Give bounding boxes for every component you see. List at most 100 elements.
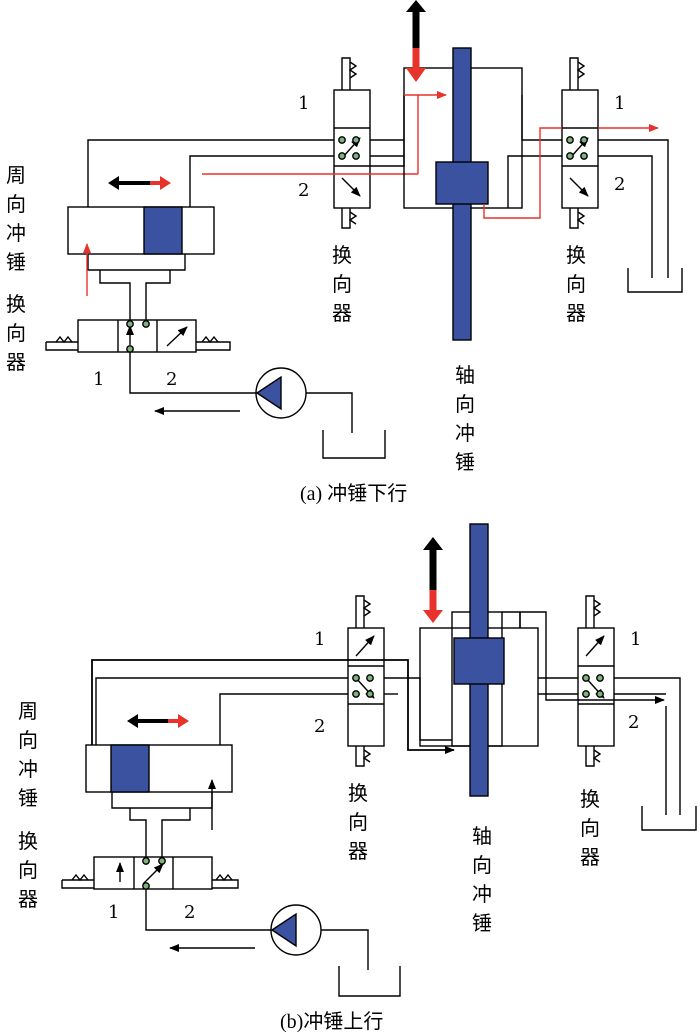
check-valve-icon xyxy=(338,136,346,144)
mid-label-huan: 换 xyxy=(348,781,368,805)
right-label-xiang: 向 xyxy=(566,272,586,296)
pump-triangle xyxy=(255,375,282,411)
panel-b: 周 向 冲 锤 换 向 器 1 2 xyxy=(18,523,697,1033)
valve-flow-arrow-icon xyxy=(142,863,164,885)
tank-icon xyxy=(338,966,401,997)
arrow-left-icon xyxy=(127,714,138,728)
check-valve-icon xyxy=(580,136,588,144)
left-valve xyxy=(61,856,239,890)
label-chong: 冲 xyxy=(18,757,38,781)
axial-label-xiang: 向 xyxy=(455,392,475,416)
label-zhou: 周 xyxy=(18,699,38,723)
mid-label-qi: 器 xyxy=(348,839,368,863)
label-xiang2: 向 xyxy=(18,858,38,882)
axial-label-chong: 冲 xyxy=(472,882,492,906)
check-valve-icon xyxy=(142,882,150,890)
right-label-huan: 换 xyxy=(566,243,586,267)
check-valve-icon xyxy=(352,152,360,160)
left-valve-port-2: 2 xyxy=(184,902,195,923)
axial-label-zhou: 轴 xyxy=(455,363,475,387)
axial-piston xyxy=(453,637,505,685)
switch-arrow-icon xyxy=(585,635,605,657)
axial-label-zhou: 轴 xyxy=(472,824,492,848)
switch-arrow-icon xyxy=(341,177,361,197)
caption-a: (a) 冲锤下行 xyxy=(300,482,407,505)
arrow-up-icon xyxy=(406,0,426,12)
axial-label-chui: 锤 xyxy=(472,911,492,935)
label-zhou: 周 xyxy=(6,163,26,187)
axial-label-chong: 冲 xyxy=(455,421,475,445)
left-valve-port-2: 2 xyxy=(166,369,177,390)
check-valve-icon xyxy=(582,674,590,682)
right-valve-port-1: 1 xyxy=(614,93,625,114)
check-valve-icon xyxy=(142,857,150,865)
circumferential-cylinder xyxy=(85,744,233,793)
mid-label-huan: 换 xyxy=(332,243,352,267)
check-valve-icon xyxy=(596,690,604,698)
left-valve-port-1: 1 xyxy=(93,369,104,390)
right-label-xiang: 向 xyxy=(580,816,600,840)
check-valve-icon xyxy=(352,690,360,698)
axial-label-chui: 锤 xyxy=(455,450,475,474)
right-valve-port-2: 2 xyxy=(628,712,639,733)
arrow-down-icon xyxy=(406,68,426,82)
tank-icon xyxy=(322,430,386,459)
label-chui: 锤 xyxy=(18,786,38,810)
left-valve xyxy=(45,319,231,353)
label-xiang2: 向 xyxy=(6,321,26,345)
check-valve-icon xyxy=(366,690,374,698)
right-label-qi: 器 xyxy=(566,301,586,325)
mid-label-qi: 器 xyxy=(332,301,352,325)
arrow-up-icon xyxy=(423,537,443,550)
switch-arrow-icon xyxy=(355,635,375,657)
arrow-down-icon xyxy=(423,610,443,623)
right-label-qi: 器 xyxy=(580,845,600,869)
label-chong: 冲 xyxy=(6,221,26,245)
mid-label-xiang: 向 xyxy=(348,810,368,834)
tank-icon xyxy=(641,806,697,831)
mid-valve-port-2: 2 xyxy=(314,716,325,737)
mid-valve-port-1: 1 xyxy=(298,93,309,114)
check-valve-icon xyxy=(126,320,134,328)
axial-piston xyxy=(435,161,489,205)
left-valve-port-1: 1 xyxy=(108,902,119,923)
caption-b: (b)冲锤上行 xyxy=(280,1010,383,1033)
check-valve-icon xyxy=(338,152,346,160)
mid-switch-valve xyxy=(347,595,385,767)
check-valve-icon xyxy=(366,674,374,682)
right-label-huan: 换 xyxy=(580,787,600,811)
panel-a: 周 向 冲 锤 换 向 器 1 xyxy=(6,0,683,505)
label-xiang: 向 xyxy=(18,728,38,752)
check-valve-icon xyxy=(582,690,590,698)
panel-b-left-title: 周 向 冲 锤 换 向 器 xyxy=(18,699,38,911)
check-valve-icon xyxy=(596,674,604,682)
label-huan: 换 xyxy=(18,829,38,853)
pump-triangle xyxy=(270,912,297,948)
axial-label-xiang: 向 xyxy=(472,853,492,877)
mid-label-xiang: 向 xyxy=(332,272,352,296)
circumferential-cylinder xyxy=(67,206,215,255)
check-valve-icon xyxy=(352,674,360,682)
check-valve-icon xyxy=(566,136,574,144)
right-switch-valve xyxy=(561,57,599,229)
circumferential-piston xyxy=(110,744,150,793)
check-valve-icon xyxy=(352,136,360,144)
label-huan: 换 xyxy=(6,292,26,316)
panel-a-left-title: 周 向 冲 锤 换 向 器 xyxy=(6,163,26,374)
arrow-right-icon xyxy=(160,176,171,190)
check-valve-icon xyxy=(158,857,166,865)
right-switch-valve xyxy=(577,595,615,767)
valve-flow-arrow-icon xyxy=(166,326,188,347)
label-chui: 锤 xyxy=(6,250,26,274)
mid-valve-port-2: 2 xyxy=(298,180,309,201)
arrow-left-icon xyxy=(108,176,119,190)
check-valve-icon xyxy=(566,152,574,160)
tank-icon xyxy=(627,268,683,293)
mid-valve-port-1: 1 xyxy=(314,629,325,650)
right-valve-port-1: 1 xyxy=(630,629,641,650)
flow-arrow xyxy=(91,659,455,754)
check-valve-icon xyxy=(580,152,588,160)
arrow-right-icon xyxy=(178,714,189,728)
label-xiang: 向 xyxy=(6,192,26,216)
